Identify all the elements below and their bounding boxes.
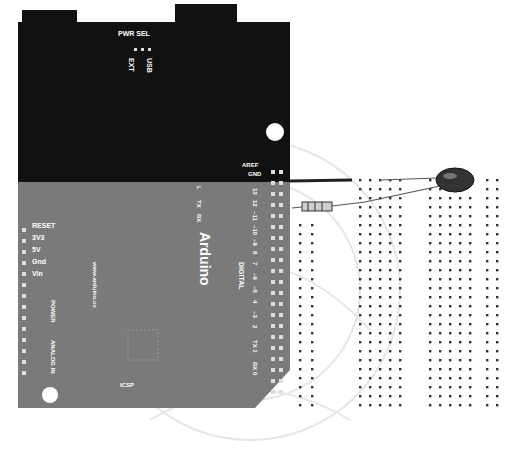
board-label: ~10 (252, 225, 258, 235)
board-label: TX 1 (252, 340, 258, 353)
board-label: RESET (32, 222, 55, 229)
board-label: ~3 (252, 311, 258, 318)
board-label: ANALOG IN (50, 340, 56, 374)
board-label: 12 (252, 200, 258, 207)
pin-header (22, 228, 26, 375)
board-label: DIGITAL (238, 262, 245, 289)
resistor-symbol (292, 202, 365, 211)
board-bottom (18, 182, 290, 408)
board-label: PWR SEL (118, 30, 150, 37)
board-label: EXT (128, 58, 135, 72)
board-label: 2 (252, 325, 258, 328)
board-label: L (196, 186, 202, 190)
brand-name: Arduino (198, 232, 212, 286)
board-label: 5V (32, 246, 41, 253)
ground-wire (290, 180, 352, 181)
board-label: POWER (50, 300, 56, 323)
jumper-pins (134, 48, 151, 51)
mounting-hole (42, 387, 58, 403)
board-label: TX (196, 200, 202, 208)
chip (128, 330, 158, 360)
board-label: 7 (252, 262, 258, 265)
board-label: Vin (32, 270, 43, 277)
led-symbol (365, 168, 474, 202)
board-label: AREF (242, 162, 258, 168)
usb-connector (175, 4, 237, 48)
board-label: 13 (252, 188, 258, 195)
board-label: GND (248, 171, 261, 177)
mounting-hole (266, 123, 284, 141)
board-label: 8 (252, 251, 258, 254)
board-label: RX 0 (252, 362, 258, 375)
board-label: ~5 (252, 286, 258, 293)
board-label: ICSP (120, 382, 134, 388)
board-label: USB (146, 58, 153, 73)
board-label: ~6 (252, 273, 258, 280)
pin-header (271, 170, 283, 394)
board-label: RX (196, 214, 202, 222)
board-label: ~11 (252, 211, 258, 221)
board-label: 4 (252, 300, 258, 303)
board-label: 3V3 (32, 234, 44, 241)
board-label: ~9 (252, 239, 258, 246)
breadboard (299, 179, 498, 406)
power-jack (22, 10, 77, 50)
board-label: Gnd (32, 258, 46, 265)
board-label: www.arduino.cc (92, 262, 98, 308)
